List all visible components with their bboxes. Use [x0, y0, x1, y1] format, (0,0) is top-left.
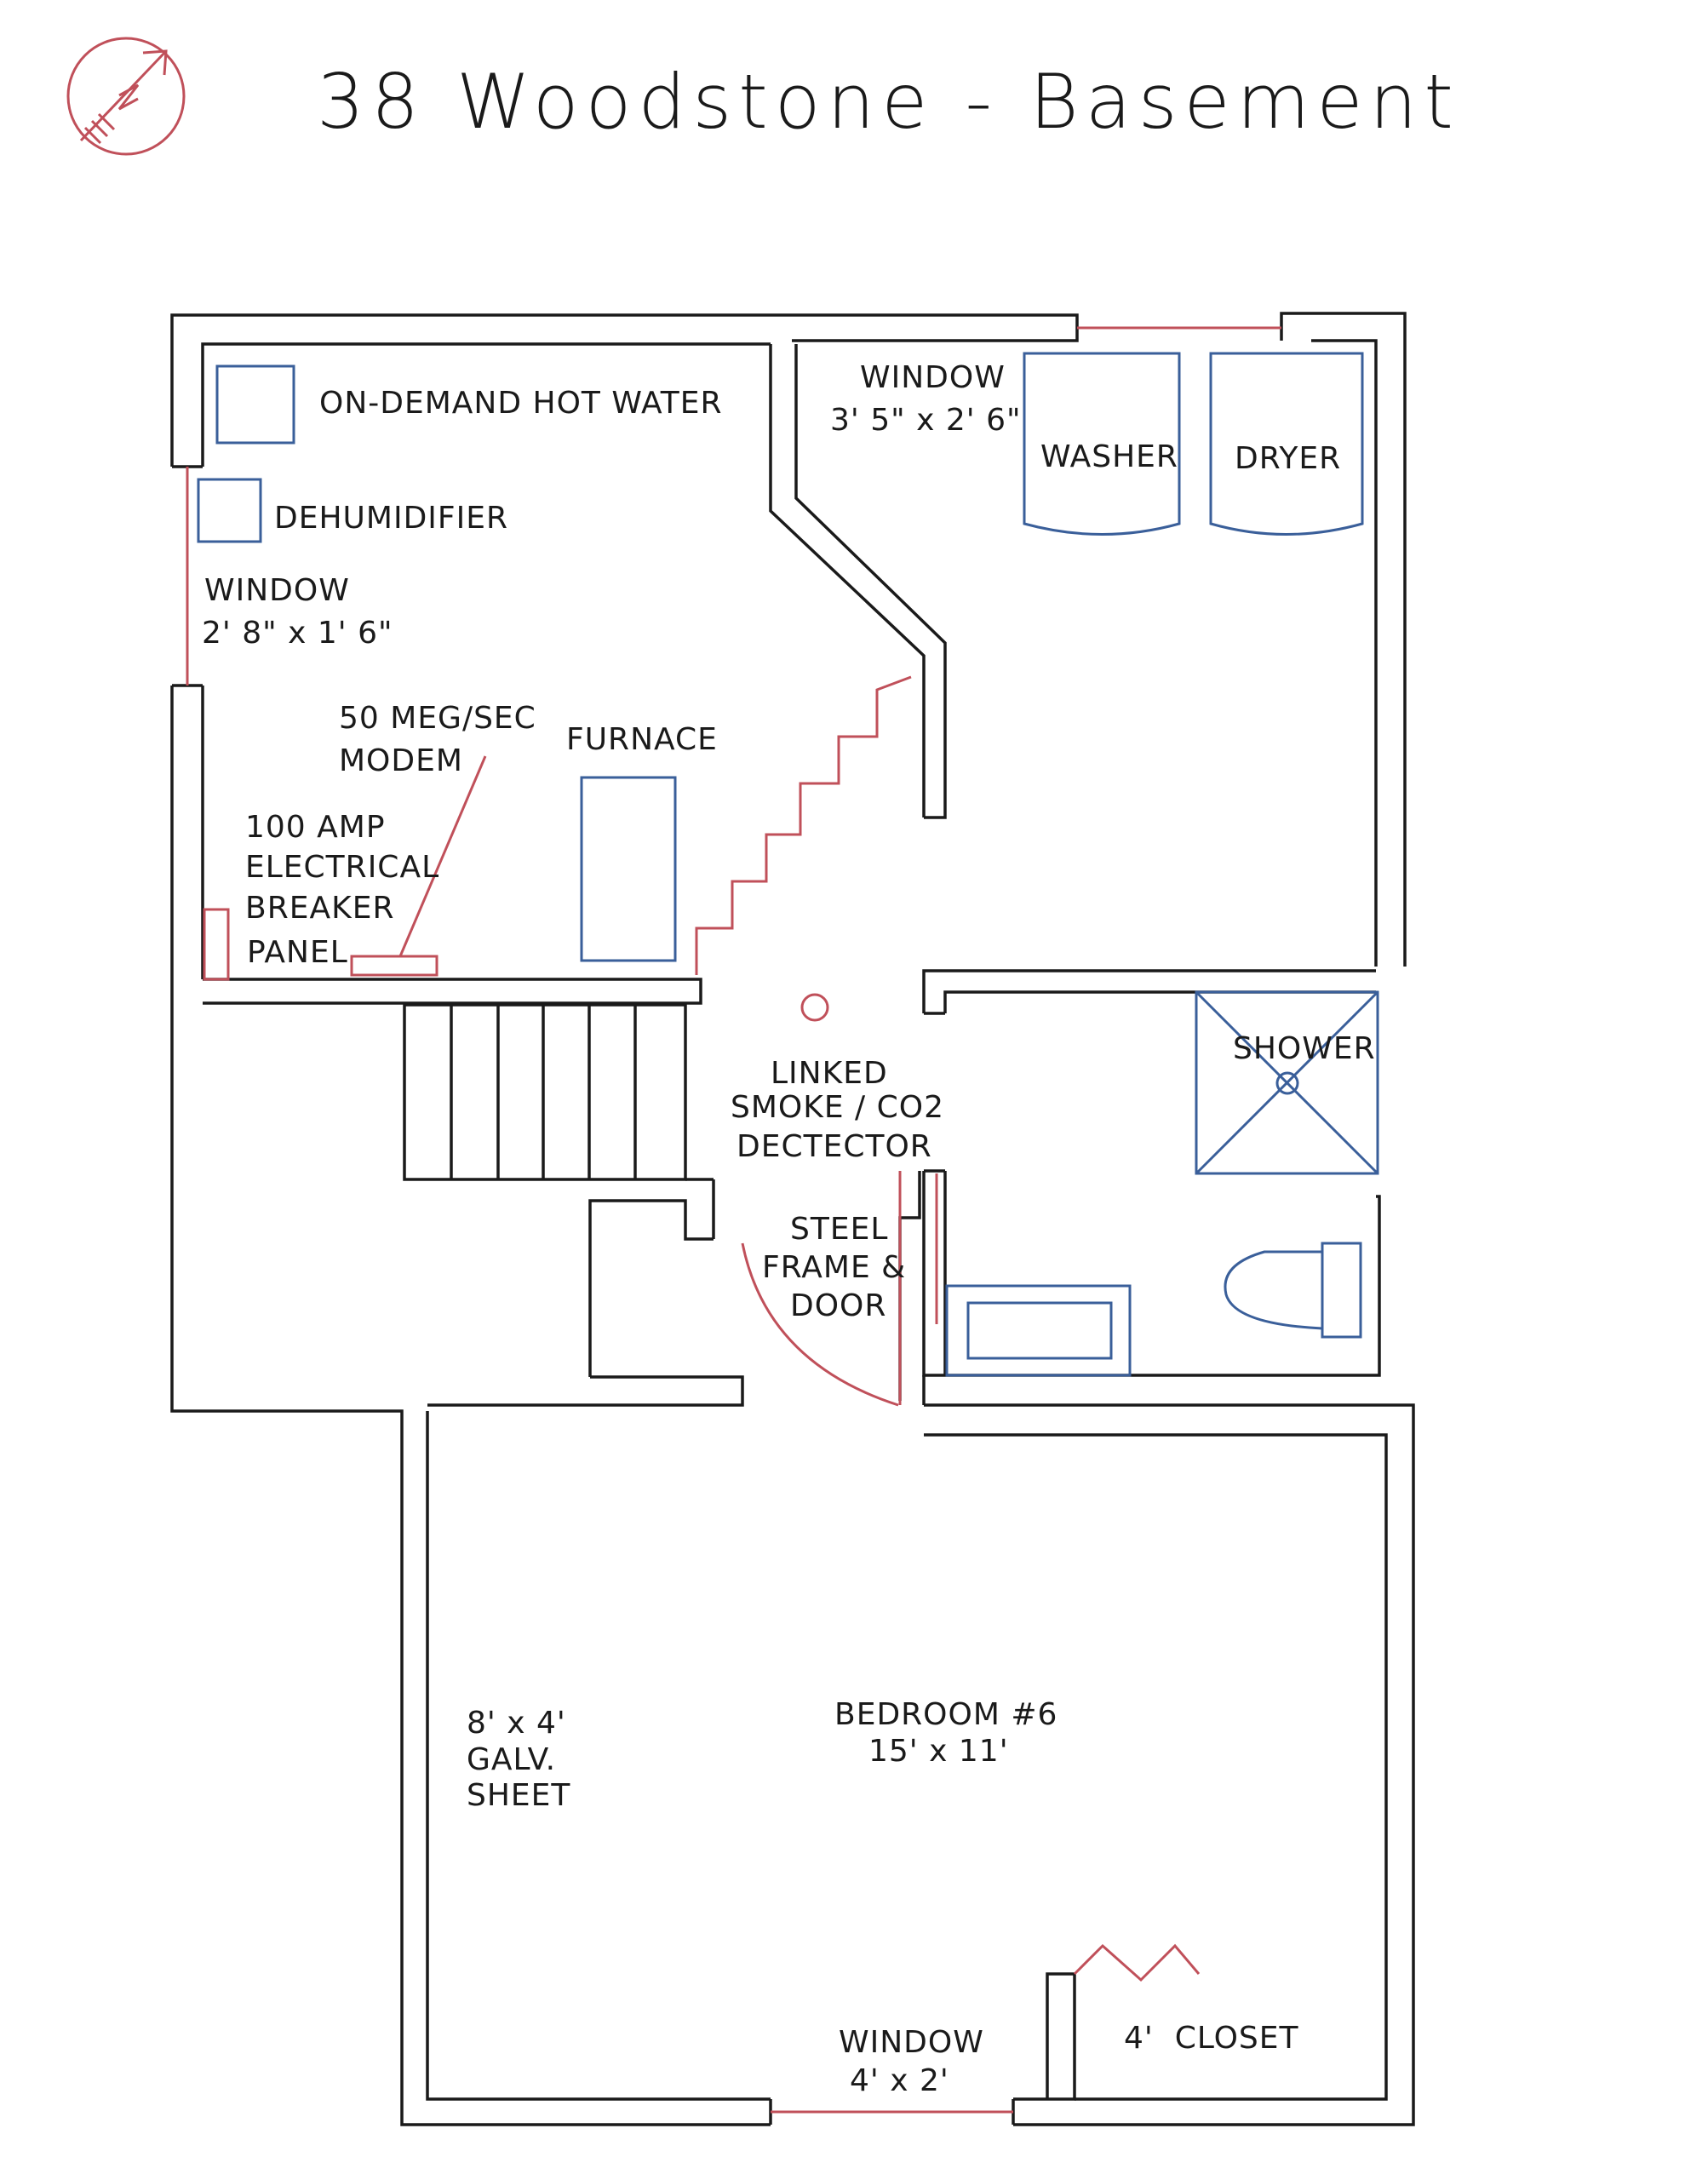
modem-leader-line: [398, 755, 487, 957]
label-hot-water: ON-DEMAND HOT WATER: [319, 386, 723, 421]
toilet: [1224, 1242, 1362, 1339]
label-galv-2: GALV.: [467, 1742, 556, 1777]
staircase: [403, 1003, 687, 1181]
label-door-3: DOOR: [790, 1288, 886, 1323]
label-door-2: FRAME &: [762, 1250, 906, 1285]
label-bedroom-2: 15' x 11': [868, 1734, 1009, 1769]
closet-door: [1073, 1943, 1201, 1982]
label-window-bedroom-1: WINDOW: [839, 2025, 984, 2060]
washer-unit: [1023, 352, 1181, 536]
label-washer: WASHER: [1040, 439, 1178, 474]
smoke-detector-icon: [800, 993, 829, 1022]
label-window-left-2: 2' 8" x 1' 6": [202, 616, 393, 651]
hot-water-heater: [215, 364, 295, 445]
dryer-unit: [1209, 352, 1364, 536]
page-title: 38 Woodstone - Basement: [317, 58, 1460, 146]
label-detector-1: LINKED: [771, 1056, 888, 1091]
label-galv-3: SHEET: [467, 1778, 570, 1813]
bathtub: [945, 1284, 1132, 1377]
compass-arrow-icon: [66, 37, 186, 156]
label-dryer: DRYER: [1235, 441, 1341, 476]
label-detector-2: SMOKE / CO2: [731, 1090, 944, 1125]
label-dehumidifier: DEHUMIDIFIER: [274, 501, 508, 536]
label-detector-3: DECTECTOR: [737, 1129, 932, 1164]
label-window-laundry-2: 3' 5" x 2' 6": [830, 403, 1022, 438]
door-swing: [741, 1171, 938, 1407]
label-closet: 4' CLOSET: [1124, 2021, 1299, 2056]
stair-line: [695, 675, 912, 975]
label-shower: SHOWER: [1233, 1031, 1376, 1066]
label-window-left-1: WINDOW: [204, 573, 350, 608]
label-electrical-1: 100 AMP: [245, 810, 386, 845]
shower-stall: [1195, 990, 1379, 1175]
label-window-bedroom-2: 4' x 2': [850, 2063, 949, 2098]
label-door-1: STEEL: [790, 1212, 888, 1247]
dehumidifier-unit: [197, 478, 262, 543]
label-furnace: FURNACE: [566, 722, 718, 757]
label-modem-1: 50 MEG/SEC: [339, 701, 536, 736]
electrical-panel: [203, 908, 230, 981]
furnace-unit: [580, 776, 677, 962]
label-modem-2: MODEM: [339, 743, 463, 778]
label-electrical-4: PANEL: [247, 935, 348, 970]
label-bedroom-1: BEDROOM #6: [834, 1697, 1057, 1732]
label-galv-1: 8' x 4': [467, 1706, 566, 1741]
modem-icon: [350, 955, 438, 977]
label-electrical-2: ELECTRICAL: [245, 850, 439, 885]
label-window-laundry-1: WINDOW: [860, 360, 1006, 395]
label-electrical-3: BREAKER: [245, 891, 394, 926]
